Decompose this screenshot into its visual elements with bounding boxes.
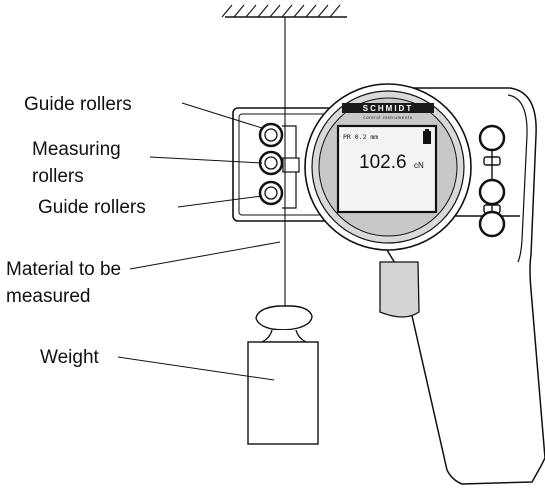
- brand-label: SCHMIDT: [363, 104, 413, 113]
- device-handle: [364, 87, 545, 485]
- measuring-head: [232, 107, 334, 222]
- lcd-unit: cN: [414, 161, 424, 170]
- upper-button-icon: [478, 124, 506, 152]
- label-material-1: Material to be: [6, 259, 121, 280]
- ceiling-mount: [221, 4, 347, 18]
- weight: [247, 305, 319, 445]
- lcd-mode-text: PR 0.2 mm: [343, 133, 378, 141]
- lcd-reading: 102.6: [359, 152, 407, 173]
- leader-lines: [117, 102, 281, 381]
- lcd-screen: [336, 124, 438, 214]
- brand-sub-label: control instruments: [363, 115, 413, 120]
- label-guide-rollers-bottom: Guide rollers: [38, 197, 146, 218]
- battery-icon: [423, 131, 431, 144]
- label-material-2: measured: [6, 286, 91, 307]
- label-measuring-rollers-2: rollers: [32, 166, 84, 187]
- middle-button-icon: [478, 178, 506, 206]
- label-weight: Weight: [40, 347, 100, 368]
- brand-plate: [342, 103, 434, 113]
- display-housing: SCHMIDT control instruments PR 0.2 mm 10…: [304, 83, 472, 251]
- label-measuring-rollers-1: Measuring: [32, 139, 121, 160]
- lower-button-icon: [478, 210, 506, 238]
- label-guide-rollers-top: Guide rollers: [24, 94, 132, 115]
